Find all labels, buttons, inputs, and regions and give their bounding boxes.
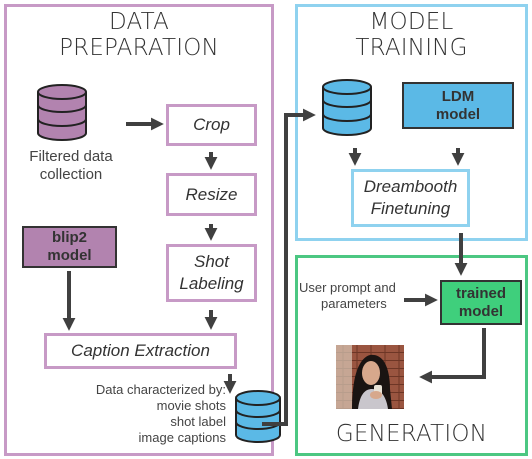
- shot-labeling-box: Shot Labeling: [166, 244, 257, 302]
- characterized-label-line3: shot label: [170, 414, 226, 429]
- shot-labeling-box-line2: Labeling: [179, 274, 244, 293]
- user-prompt-label: User prompt and parameters: [299, 280, 419, 312]
- user-prompt-label-line1: User prompt and: [299, 280, 396, 295]
- shot-labeling-box-line1: Shot: [194, 252, 229, 271]
- arrow-trained-to-image: [419, 328, 486, 384]
- ldm-model-box: LDM model: [402, 82, 514, 129]
- arrow-db-to-training: [262, 108, 316, 426]
- resize-box: Resize: [166, 173, 257, 216]
- model-training-panel: [295, 4, 528, 241]
- characterized-label-line1: Data characterized by:: [95, 382, 226, 397]
- model-training-title: MODEL TRAINING: [295, 9, 528, 61]
- ldm-model-box-line2: model: [435, 105, 481, 123]
- model-training-title-line2: TRAINING: [355, 35, 468, 61]
- characterized-label-line2: movie shots: [156, 398, 226, 413]
- crop-box: Crop: [166, 104, 257, 146]
- database-icon: [235, 390, 281, 443]
- blip2-model-box-line2: model: [47, 247, 92, 264]
- dreambooth-finetuning-box-line1: Dreambooth: [363, 177, 458, 196]
- trained-model-box-line1: trained: [455, 284, 506, 302]
- data-preparation-title: DATA PREPARATION: [4, 9, 274, 61]
- user-prompt-label-line2: parameters: [321, 296, 387, 311]
- generation-title-text: GENERATION: [335, 421, 488, 447]
- trained-model-box-line2: model: [458, 302, 504, 320]
- generation-title: GENERATION: [295, 421, 528, 447]
- trained-model-box: trained model: [440, 280, 522, 325]
- filtered-data-label: Filtered data collection: [16, 148, 126, 184]
- filtered-data-label-line1: Filtered data: [29, 148, 113, 165]
- dreambooth-finetuning-box: Dreambooth Finetuning: [351, 169, 470, 227]
- characterized-label: Data characterized by: movie shots shot …: [20, 382, 226, 446]
- filtered-data-label-line2: collection: [39, 166, 103, 183]
- data-preparation-title-line2: PREPARATION: [59, 35, 219, 61]
- model-training-title-line1: MODEL: [369, 9, 454, 35]
- portrait-photo: [336, 345, 404, 409]
- ldm-model-box-line1: LDM: [441, 87, 475, 105]
- resize-box-label: Resize: [185, 184, 238, 204]
- data-preparation-panel: [4, 4, 274, 456]
- generation-panel: [295, 255, 528, 456]
- dreambooth-finetuning-box-line2: Finetuning: [370, 199, 451, 218]
- blip2-model-box: blip2 model: [22, 226, 117, 268]
- blip2-model-box-line1: blip2: [51, 229, 87, 246]
- caption-extraction-box: Caption Extraction: [44, 333, 237, 369]
- characterized-label-line4: image captions: [138, 430, 226, 445]
- data-preparation-title-line1: DATA: [108, 9, 170, 35]
- database-icon: [37, 84, 87, 141]
- crop-box-label: Crop: [193, 115, 230, 134]
- caption-extraction-box-label: Caption Extraction: [71, 341, 210, 360]
- database-icon: [322, 79, 372, 136]
